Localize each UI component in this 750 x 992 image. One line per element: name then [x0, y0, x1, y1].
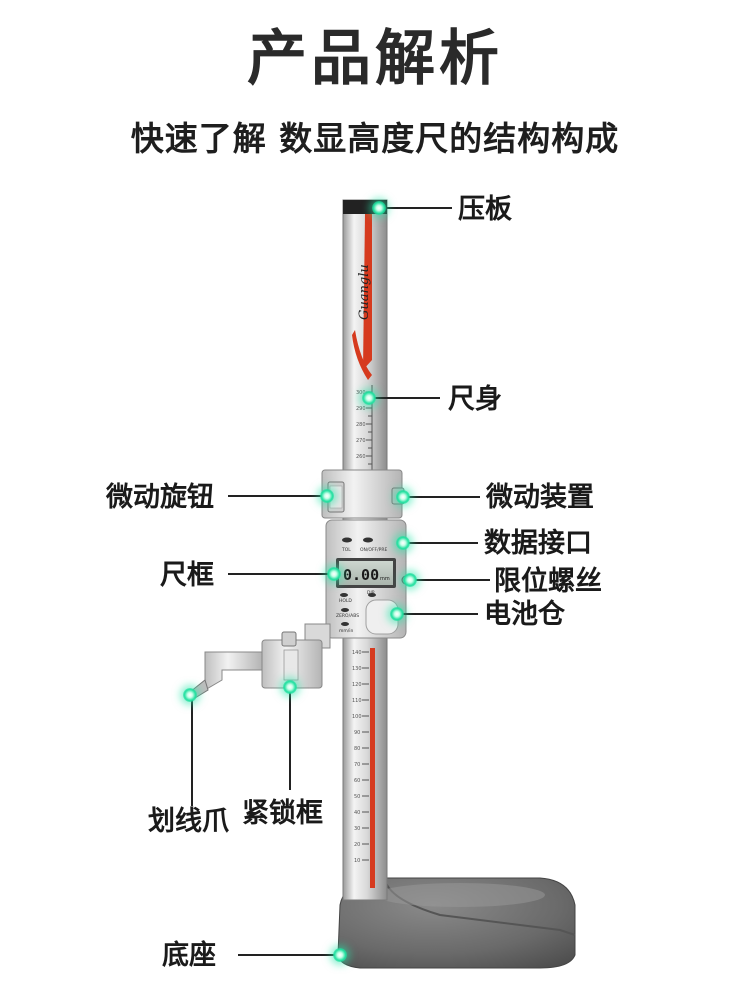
slider-frame-marker — [327, 567, 341, 581]
label-lock-frame: 紧锁框 — [242, 798, 323, 829]
label-data-port: 数据接口 — [484, 528, 592, 559]
scale-tick-label: 290 — [356, 406, 366, 412]
tol-button-label: TOL — [341, 547, 351, 553]
pressure-plate-marker — [372, 201, 386, 215]
scale-tick-label: 60 — [354, 778, 360, 784]
scriber-marker — [183, 688, 197, 702]
limit-screw-marker — [403, 573, 417, 587]
scale-tick-label: 40 — [354, 810, 360, 816]
data-port-marker — [396, 536, 410, 550]
base-marker — [333, 948, 347, 962]
zero-button-label: ZERO/ABS — [336, 613, 359, 619]
lock-frame-marker — [283, 680, 297, 694]
scale-tick-label: 260 — [356, 454, 366, 460]
scale-tick-label: 270 — [356, 438, 366, 444]
label-ruler-body: 尺身 — [448, 384, 502, 415]
scriber-assembly — [189, 623, 331, 699]
lower-scale: 140 130 120 110 100 90 80 70 60 50 40 30… — [352, 650, 369, 864]
hold-button-label: HOLD — [339, 598, 352, 604]
hold-button[interactable] — [340, 593, 348, 597]
unit-button[interactable] — [341, 622, 349, 626]
scale-tick-label: 90 — [354, 730, 360, 736]
lcd-reading: 0.00 — [343, 566, 379, 584]
scale-tick-label: 130 — [352, 666, 362, 672]
fine-knob-marker — [320, 489, 334, 503]
lcd-unit: mm — [380, 576, 390, 582]
scale-tick-label: 10 — [354, 858, 360, 864]
granite-base — [337, 877, 576, 969]
fine-device-marker — [396, 490, 410, 504]
scale-tick-label: 20 — [354, 842, 360, 848]
fine-adjust-device — [321, 469, 405, 519]
label-fine-knob: 微动旋钮 — [106, 482, 214, 513]
power-button[interactable] — [363, 537, 373, 543]
zero-button[interactable] — [341, 608, 349, 612]
page-title: 产品解析 — [247, 24, 503, 94]
callout-lines — [191, 207, 490, 956]
label-pressure-plate: 压板 — [458, 194, 512, 225]
label-slider-frame: 尺框 — [160, 560, 214, 591]
scale-tick-label: 50 — [354, 794, 360, 800]
label-base: 底座 — [162, 940, 216, 971]
scale-tick-label: 100 — [352, 714, 362, 720]
label-limit-screw: 限位螺丝 — [494, 566, 602, 597]
dir-button[interactable] — [368, 593, 376, 597]
unit-button-label: mm/in — [339, 628, 354, 634]
power-button-label: ON/OFF/PRE — [360, 547, 387, 553]
scale-tick-label: 120 — [352, 682, 362, 688]
slider-frame: 0.00 mm TOL ON/OFF/PRE HOLD DIR ZERO/ABS… — [325, 519, 411, 639]
battery-marker — [390, 607, 404, 621]
ruler-body-marker — [362, 391, 376, 405]
brand-logo: Guanglu — [357, 264, 372, 320]
label-fine-device: 微动装置 — [486, 482, 594, 513]
scale-tick-label: 80 — [354, 746, 360, 752]
tol-button[interactable] — [342, 537, 352, 543]
scale-tick-label: 280 — [356, 422, 366, 428]
scale-tick-label: 140 — [352, 650, 362, 656]
scale-tick-label: 30 — [354, 826, 360, 832]
label-battery: 电池仓 — [484, 599, 565, 630]
scale-tick-label: 70 — [354, 762, 360, 768]
dir-button-label: DIR — [367, 590, 375, 596]
page-subtitle: 快速了解 数显高度尺的结构构成 — [130, 119, 620, 158]
scale-tick-label: 110 — [352, 698, 362, 704]
label-scriber: 划线爪 — [148, 806, 229, 837]
scale-tick-label: 300 — [356, 390, 366, 396]
